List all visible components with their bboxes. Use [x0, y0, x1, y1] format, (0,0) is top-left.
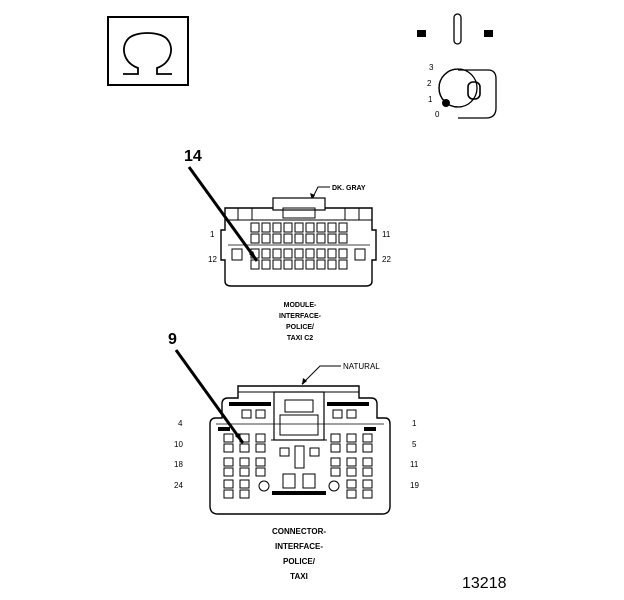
ignition-position-3: 3: [429, 63, 434, 72]
lower-pin-label-19: 19: [410, 481, 419, 490]
lower-pin-label-24: 24: [174, 481, 183, 490]
lower-pin-label-1: 1: [412, 419, 417, 428]
lower-pin-label-5: 5: [412, 440, 417, 449]
lower-color-label: NATURAL: [343, 362, 380, 371]
upper-color-label: DK. GRAY: [332, 185, 366, 192]
lower-pin-label-11: 11: [410, 460, 419, 469]
lower-caption-line-4: TAXI: [290, 572, 308, 581]
figure-number: 13218: [462, 575, 507, 592]
upper-caption-line-3: POLICE/: [286, 324, 314, 331]
upper-pin-label-1: 1: [210, 230, 215, 239]
lower-pin-label-10: 10: [174, 440, 183, 449]
lower-callout-number: 9: [168, 331, 177, 348]
lower-pin-label-4: 4: [178, 419, 183, 428]
upper-caption-line-1: MODULE-: [284, 302, 317, 309]
ignition-position-0: 0: [435, 110, 440, 119]
lower-caption-line-3: POLICE/: [283, 557, 316, 566]
ignition-position-2: 2: [427, 79, 432, 88]
upper-callout-number: 14: [184, 148, 202, 165]
omega-symbol-icon: [107, 16, 189, 86]
upper-pin-label-12: 12: [208, 255, 217, 264]
upper-caption-line-4: TAXI C2: [287, 335, 313, 342]
ignition-position-1: 1: [428, 95, 433, 104]
upper-connector: 14 DK. GRAY: [184, 148, 391, 342]
lower-caption-line-1: CONNECTOR-: [272, 527, 326, 536]
lower-caption-line-2: INTERFACE-: [275, 542, 323, 551]
upper-pin-label-11: 11: [382, 230, 391, 239]
lower-connector: 9 NATURAL: [168, 331, 419, 581]
upper-caption-line-2: INTERFACE-: [279, 313, 322, 320]
ignition-key-icon: 3 2 1 0: [417, 13, 497, 119]
lower-pin-label-18: 18: [174, 460, 183, 469]
upper-pin-label-22: 22: [382, 255, 391, 264]
